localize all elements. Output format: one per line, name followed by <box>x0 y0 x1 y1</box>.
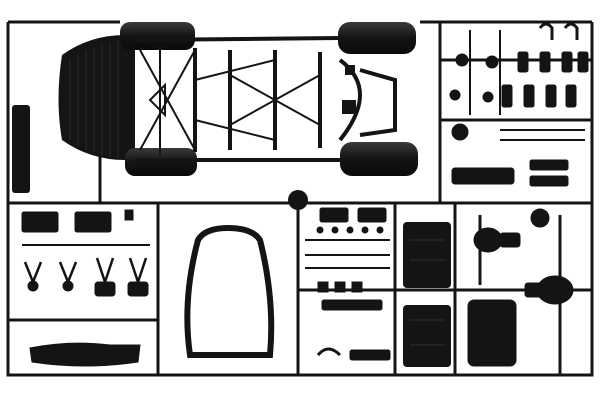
engine-block-parts <box>403 222 451 367</box>
axle-parts <box>467 208 574 375</box>
front-left-tire <box>120 22 195 50</box>
sprue-gate-hub <box>288 190 308 210</box>
side-panel-part <box>12 105 30 193</box>
engine-block-lower <box>403 305 451 367</box>
engine-block-upper <box>403 222 451 288</box>
bracket-parts <box>21 209 150 367</box>
suspension-small-parts <box>449 22 589 187</box>
chassis-frame <box>58 22 418 176</box>
seat-back-frame <box>184 224 275 358</box>
seat-cushion-part <box>29 342 141 367</box>
coil-springs <box>501 51 589 108</box>
lever-parts <box>305 207 391 361</box>
rear-right-tire <box>340 142 418 176</box>
exhaust-part <box>451 167 515 185</box>
gearbox-part <box>467 299 517 367</box>
front-right-tire <box>338 22 416 54</box>
